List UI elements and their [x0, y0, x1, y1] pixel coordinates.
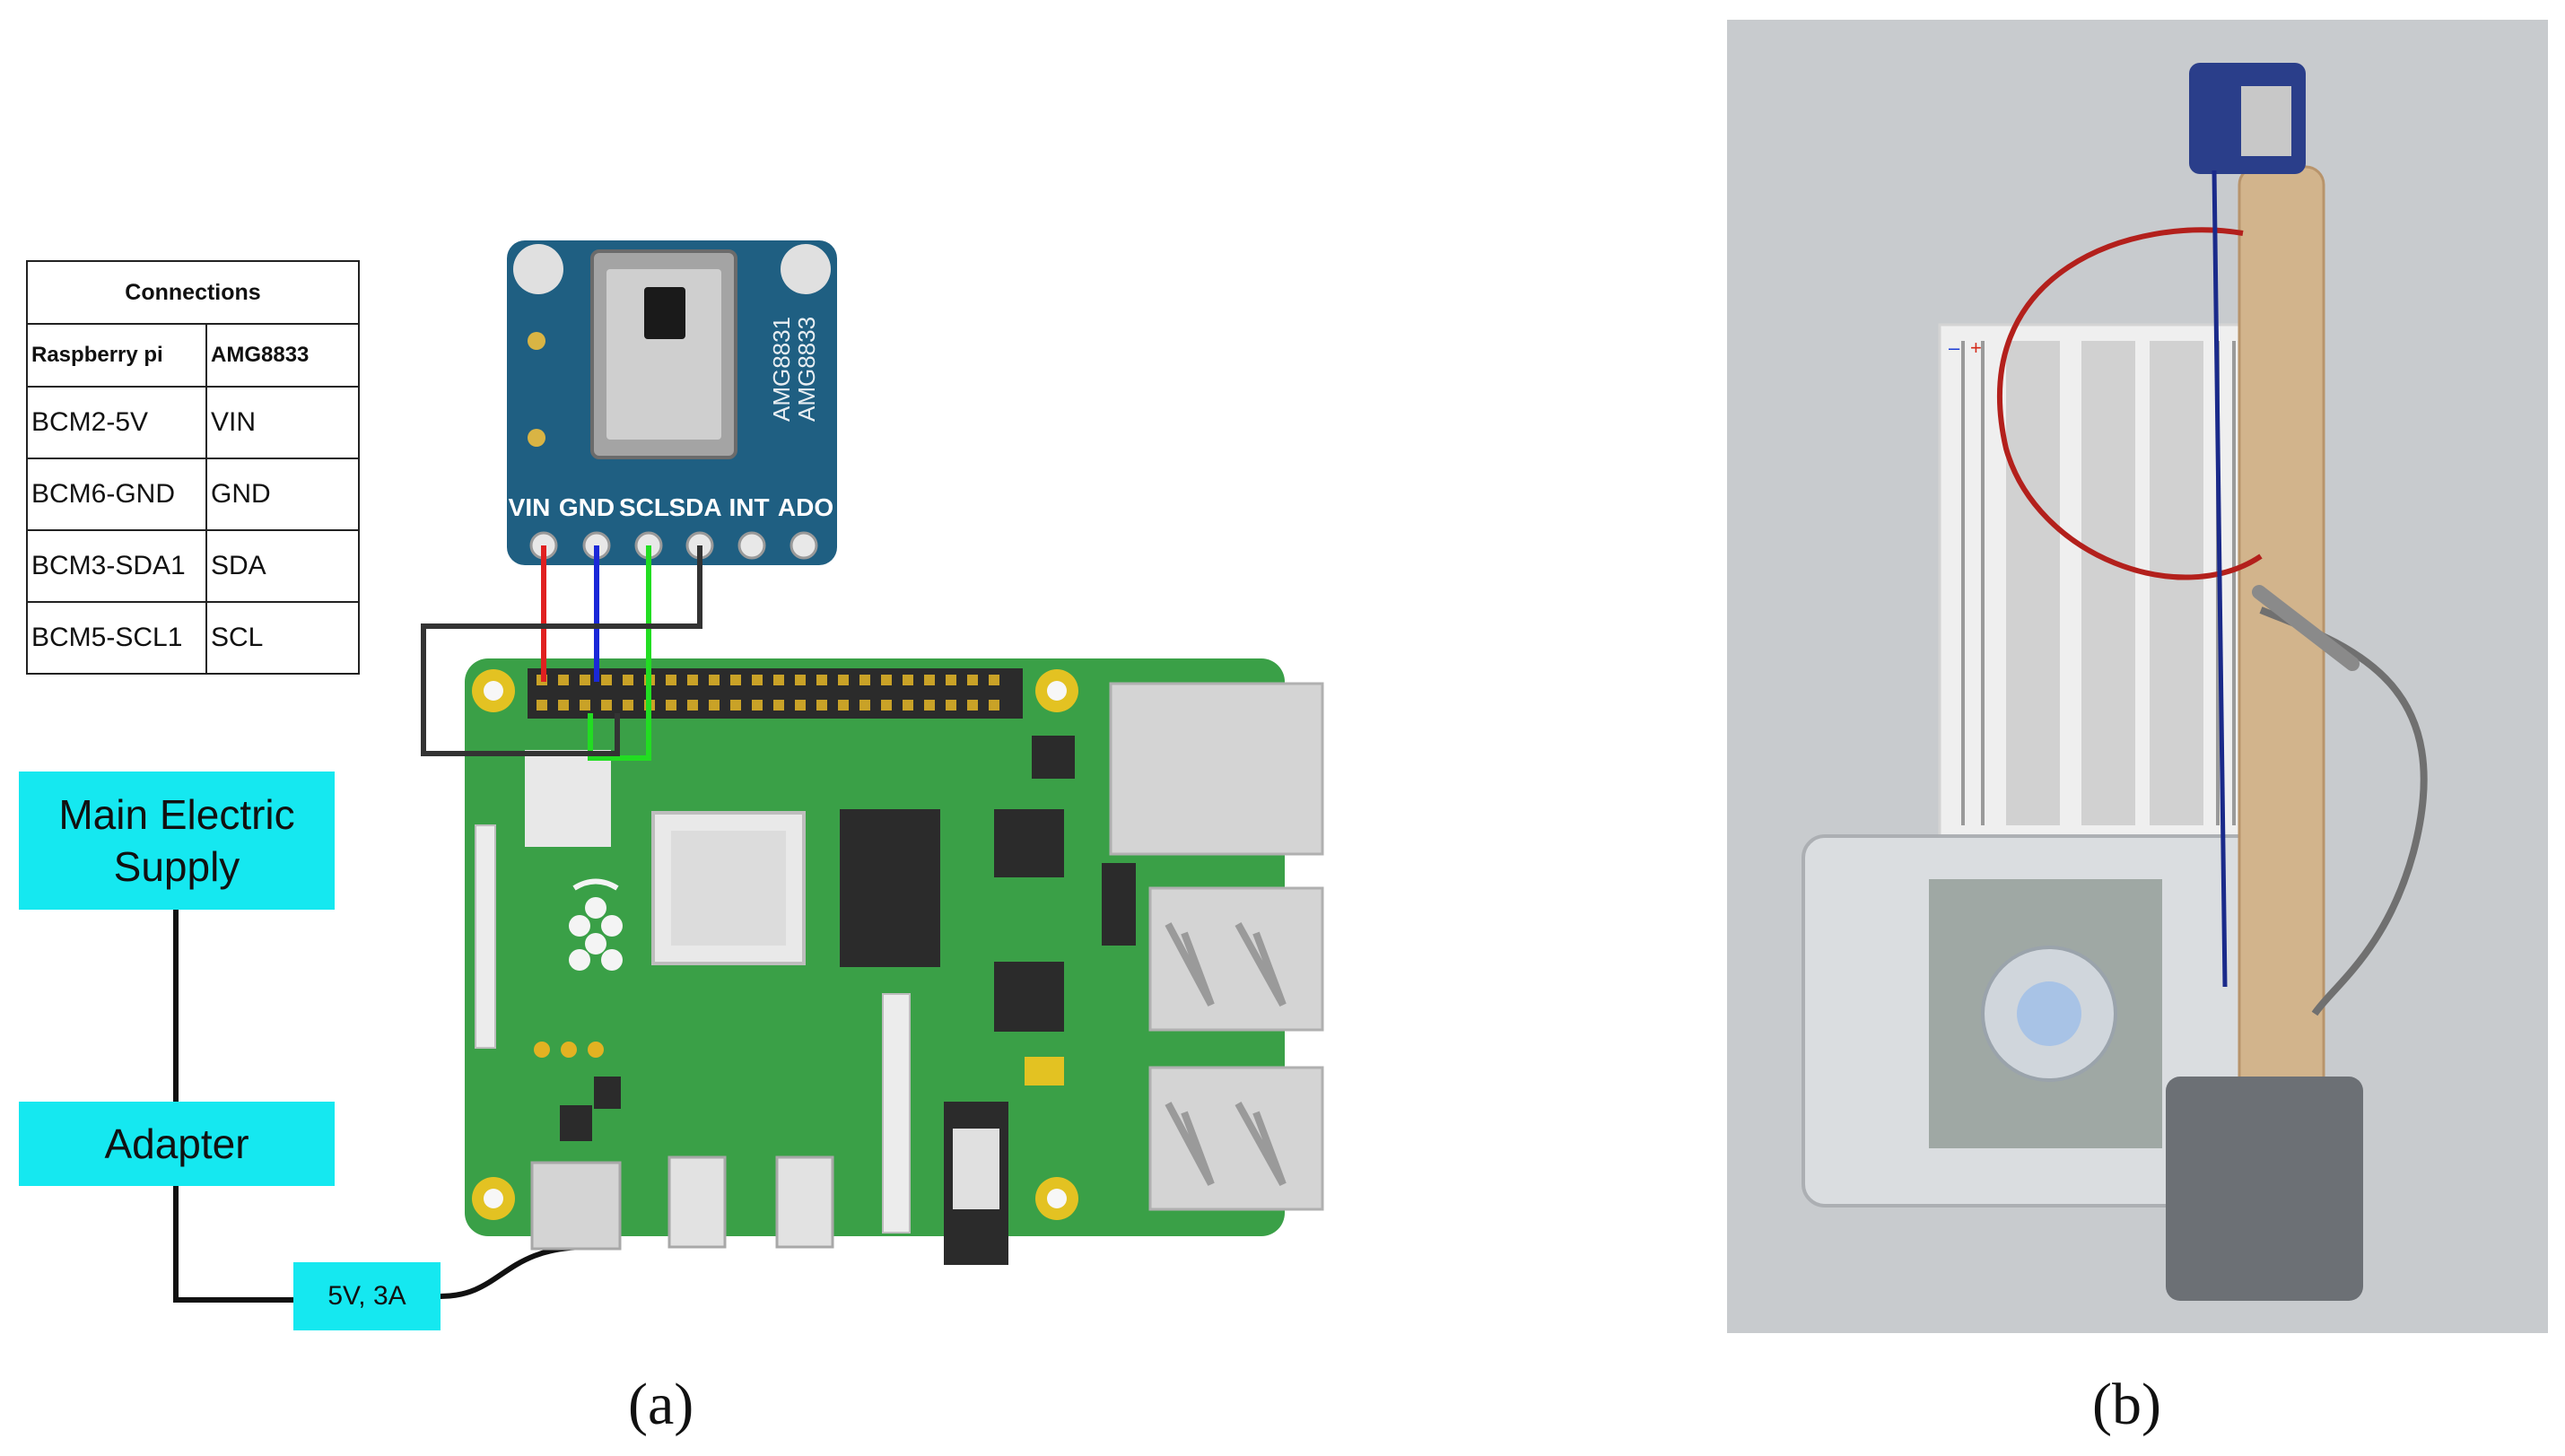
main-electric-supply-box: Main Electric Supply	[19, 772, 335, 910]
power-spec-text: 5V, 3A	[327, 1281, 406, 1311]
header-amg8833: AMG8833	[205, 323, 360, 388]
pin-label-vin: VIN	[509, 493, 551, 521]
caption-a: (a)	[628, 1372, 694, 1437]
svg-text:+: +	[1970, 336, 1982, 359]
usb-port-upper	[1148, 886, 1324, 1032]
pin-label-int: INT	[728, 493, 769, 521]
hardware-photo: – +	[1727, 20, 2548, 1333]
usb-c-cable	[440, 1244, 589, 1299]
mains-label-line2: Supply	[113, 843, 240, 890]
amg8833-sensor-board: AMG8831 AMG8833 VIN GND SCL SDA INT ADO	[507, 240, 837, 565]
pin-label-sda: SDA	[668, 493, 721, 521]
wire-adapter-down	[173, 1186, 179, 1301]
connections-table: Connections Raspberry pi AMG8833 BCM2-5V…	[26, 260, 360, 675]
grey-clamp	[2166, 1077, 2363, 1301]
raspberry-logo	[569, 878, 623, 971]
adapter-label: Adapter	[104, 1120, 249, 1167]
table-cell-sensor: VIN	[205, 386, 360, 459]
table-cell-sensor: GND	[205, 458, 360, 531]
table-cell-pi: BCM3-SDA1	[26, 529, 207, 603]
chip-text-1: AMG8831	[768, 317, 795, 422]
photo-red-wire	[1997, 227, 2263, 580]
table-cell-sensor: SCL	[205, 601, 360, 675]
pin-label-scl: SCL	[619, 493, 669, 521]
ethernet-port	[1109, 682, 1324, 856]
raspberry-pi-board	[465, 658, 1324, 1265]
mains-label-line1: Main Electric	[58, 791, 295, 838]
table-cell-pi: BCM6-GND	[26, 458, 207, 531]
usb-c-port	[530, 1161, 622, 1251]
breadboard	[1938, 323, 2248, 838]
table-cell-sensor: SDA	[205, 529, 360, 603]
wire-sda	[421, 545, 702, 756]
micro-hdmi-port-1	[667, 1155, 727, 1249]
pin-label-gnd: GND	[559, 493, 615, 521]
ram-chip	[840, 809, 940, 967]
micro-hdmi-port-2	[775, 1155, 834, 1249]
photo-blue-wire	[2212, 170, 2228, 988]
wire-scl	[588, 545, 651, 761]
caption-b: (b)	[2092, 1372, 2161, 1437]
power-spec-label: 5V, 3A	[293, 1262, 441, 1330]
chip-text-2: AMG8833	[793, 317, 820, 422]
table-cell-pi: BCM5-SCL1	[26, 601, 207, 675]
sensor-lens	[644, 287, 685, 339]
header-raspberry-pi: Raspberry pi	[26, 323, 207, 388]
wire-to-spec	[173, 1297, 295, 1303]
usb-port-lower	[1148, 1066, 1324, 1211]
adapter-box: Adapter	[19, 1102, 335, 1186]
connections-title: Connections	[26, 260, 360, 325]
table-cell-pi: BCM2-5V	[26, 386, 207, 459]
wire-mains-to-adapter	[173, 910, 179, 1102]
pin-label-ado: ADO	[778, 493, 833, 521]
svg-text:–: –	[1949, 336, 1960, 359]
photo-temp-probe	[2252, 585, 2360, 671]
